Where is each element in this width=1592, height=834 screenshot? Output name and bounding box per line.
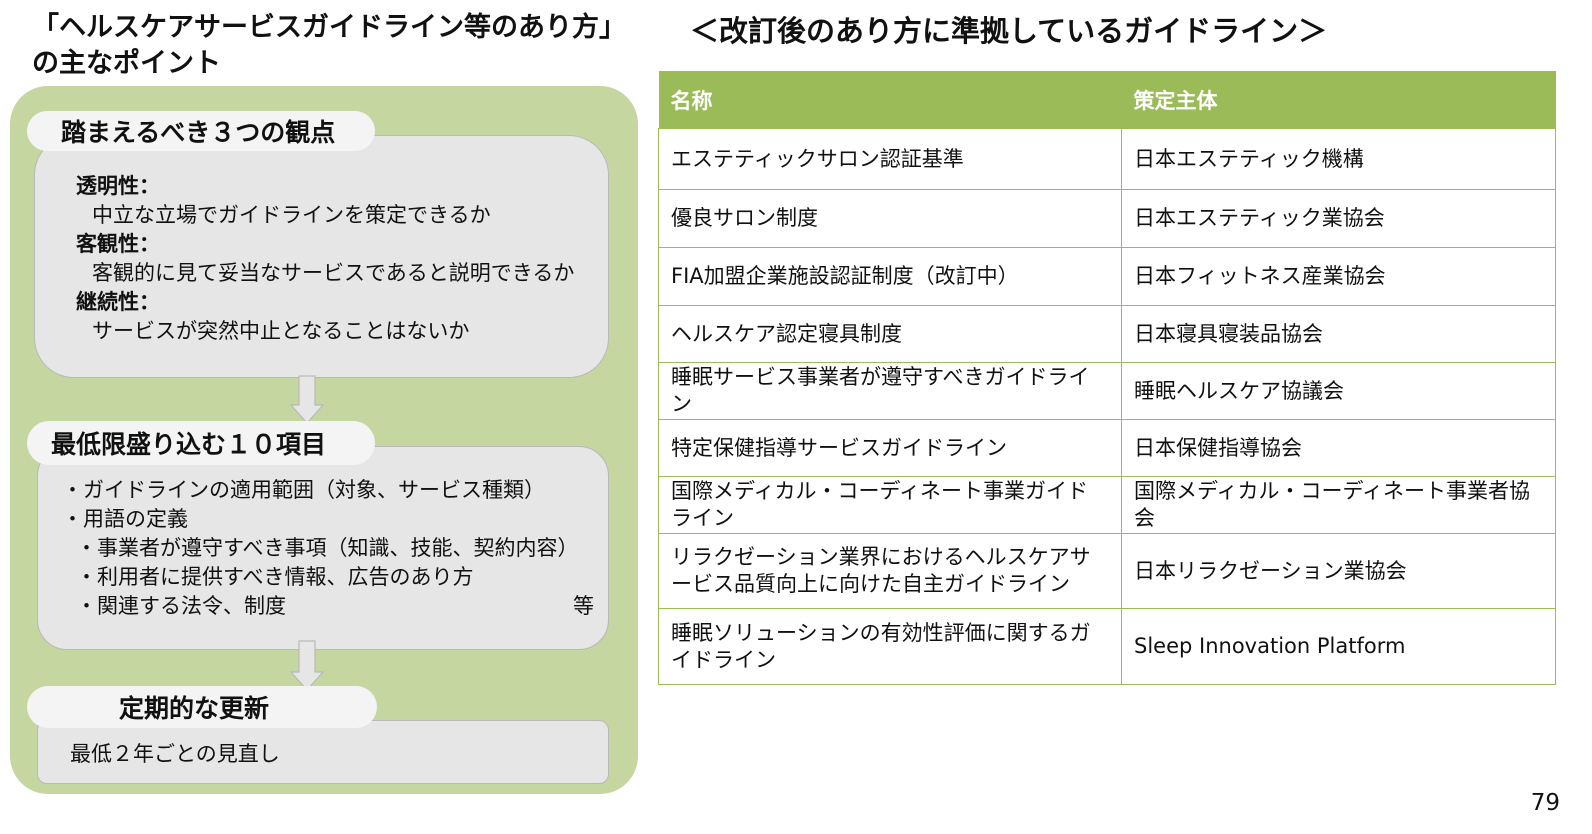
update-text: 最低２年ごとの見直し bbox=[70, 742, 280, 766]
guideline-name: 国際メディカル・コーディネート事業ガイドライン bbox=[658, 476, 1122, 534]
table-row: エステティックサロン認証基準 日本エステティック機構 bbox=[658, 128, 1556, 190]
etc-label: 等 bbox=[573, 594, 594, 618]
guideline-organization: 国際メディカル・コーディネート事業者協会 bbox=[1121, 476, 1556, 534]
update-box bbox=[37, 720, 609, 784]
guideline-organization: 日本エステティック機構 bbox=[1121, 128, 1556, 190]
page-number: 79 bbox=[1530, 790, 1560, 816]
down-arrow-icon bbox=[290, 640, 324, 691]
guideline-name: 優良サロン制度 bbox=[658, 189, 1122, 248]
left-title: 「ヘルスケアサービスガイドライン等のあり方」の主なポイント bbox=[32, 12, 626, 79]
guideline-organization: 日本フィットネス産業協会 bbox=[1121, 247, 1556, 306]
viewpoint-label: 継続性： bbox=[76, 290, 160, 314]
viewpoints-list: 透明性： 中立な立場でガイドラインを策定できるか 客観性： 客観的に見て妥当なサ… bbox=[76, 172, 596, 346]
guideline-name: 特定保健指導サービスガイドライン bbox=[658, 419, 1122, 477]
guideline-name: ヘルスケア認定寝具制度 bbox=[658, 305, 1122, 363]
table-row: 国際メディカル・コーディネート事業ガイドライン 国際メディカル・コーディネート事… bbox=[658, 476, 1556, 534]
guideline-name: リラクゼーション業界におけるヘルスケアサービス品質向上に向けた自主ガイドライン bbox=[658, 533, 1122, 609]
table-row: 睡眠ソリューションの有効性評価に関するガイドライン Sleep Innovati… bbox=[658, 608, 1556, 685]
required-items-list: ・ガイドラインの適用範囲（対象、サービス種類） ・用語の定義 ・事業者が遵守すべ… bbox=[62, 476, 594, 621]
viewpoint-desc: 中立な立場でガイドラインを策定できるか bbox=[92, 203, 491, 227]
guideline-name: FIA加盟企業施設認証制度（改訂中） bbox=[658, 247, 1122, 306]
viewpoint-label: 客観性： bbox=[76, 232, 160, 256]
list-item: ・関連する法令、制度 bbox=[76, 594, 286, 618]
table-row: 特定保健指導サービスガイドライン 日本保健指導協会 bbox=[658, 419, 1556, 477]
down-arrow-icon bbox=[290, 375, 324, 424]
column-header-name: 名称 bbox=[658, 71, 1122, 129]
update-heading: 定期的な更新 bbox=[27, 686, 377, 728]
table-header-row: 名称 策定主体 bbox=[658, 71, 1556, 129]
viewpoint-desc: サービスが突然中止となることはないか bbox=[92, 319, 470, 343]
viewpoint-desc: 客観的に見て妥当なサービスであると説明できるか bbox=[92, 261, 575, 285]
column-header-organization: 策定主体 bbox=[1121, 71, 1556, 129]
list-item-last: ・関連する法令、制度 等 bbox=[62, 592, 594, 621]
guideline-organization: 日本エステティック業協会 bbox=[1121, 189, 1556, 248]
list-item: ・用語の定義 bbox=[62, 507, 188, 531]
viewpoints-heading: 踏まえるべき３つの観点 bbox=[27, 111, 375, 151]
table-row: ヘルスケア認定寝具制度 日本寝具寝装品協会 bbox=[658, 305, 1556, 363]
guideline-organization: 日本保健指導協会 bbox=[1121, 419, 1556, 477]
list-item: ・利用者に提供すべき情報、広告のあり方 bbox=[76, 565, 474, 589]
table-row: 睡眠サービス事業者が遵守すべきガイドライン 睡眠ヘルスケア協議会 bbox=[658, 362, 1556, 420]
list-item: ・事業者が遵守すべき事項（知識、技能、契約内容） bbox=[76, 536, 579, 560]
viewpoints-box bbox=[34, 135, 609, 378]
list-item: ・ガイドラインの適用範囲（対象、サービス種類） bbox=[62, 478, 545, 502]
table-row: 優良サロン制度 日本エステティック業協会 bbox=[658, 189, 1556, 248]
required-items-box bbox=[37, 446, 609, 650]
guideline-name: 睡眠ソリューションの有効性評価に関するガイドライン bbox=[658, 608, 1122, 685]
guideline-organization: Sleep Innovation Platform bbox=[1121, 608, 1556, 685]
right-title: ＜改訂後のあり方に準拠しているガイドライン＞ bbox=[690, 14, 1328, 48]
table-row: FIA加盟企業施設認証制度（改訂中） 日本フィットネス産業協会 bbox=[658, 247, 1556, 306]
table-row: リラクゼーション業界におけるヘルスケアサービス品質向上に向けた自主ガイドライン … bbox=[658, 533, 1556, 609]
guideline-organization: 睡眠ヘルスケア協議会 bbox=[1121, 362, 1556, 420]
viewpoint-label: 透明性： bbox=[76, 174, 160, 198]
guideline-organization: 日本リラクゼーション業協会 bbox=[1121, 533, 1556, 609]
guideline-name: エステティックサロン認証基準 bbox=[658, 128, 1122, 190]
guideline-organization: 日本寝具寝装品協会 bbox=[1121, 305, 1556, 363]
required-items-heading: 最低限盛り込む１０項目 bbox=[27, 421, 375, 465]
guideline-name: 睡眠サービス事業者が遵守すべきガイドライン bbox=[658, 362, 1122, 420]
guidelines-table: 名称 策定主体 エステティックサロン認証基準 日本エステティック機構 優良サロン… bbox=[658, 71, 1556, 685]
